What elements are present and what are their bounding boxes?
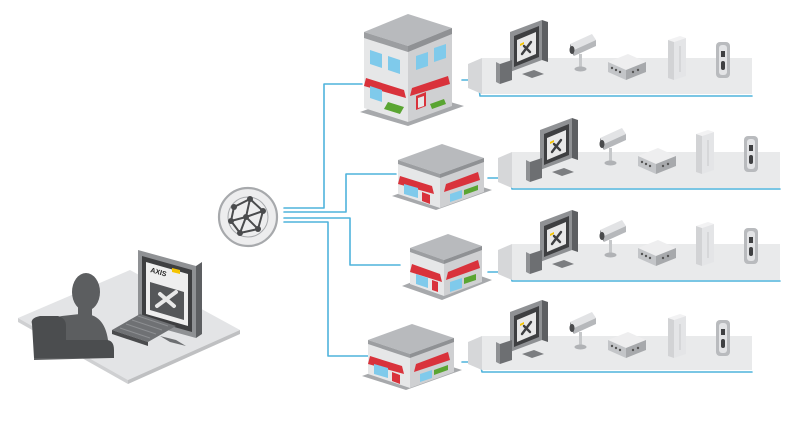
door-controller [744, 136, 758, 172]
network-hub [217, 186, 279, 248]
intercom-panel [667, 313, 687, 359]
operator-workstation: AXIS [18, 250, 240, 384]
door-controller [744, 228, 758, 264]
door-controller [716, 320, 730, 356]
site-1 [360, 14, 752, 126]
link-site-1 [283, 83, 363, 209]
intercom-panel [695, 129, 715, 175]
large-building [360, 14, 464, 126]
keyboard [112, 314, 176, 346]
medium-building [392, 144, 492, 210]
intercom-panel [667, 35, 687, 81]
site-4 [362, 298, 752, 390]
site-3 [402, 208, 780, 300]
site-2 [392, 116, 780, 210]
office-chair [31, 316, 114, 358]
tools-screen-icon [150, 282, 184, 320]
medium-building [362, 324, 462, 390]
link-site-4 [283, 221, 369, 357]
link-site-3 [283, 217, 401, 266]
small-building [402, 234, 492, 300]
link-site-2 [283, 173, 397, 213]
monitor-brand-label: AXIS [149, 267, 167, 278]
intercom-panel [695, 221, 715, 267]
workstation-monitor: AXIS [138, 250, 202, 346]
door-controller [716, 42, 730, 78]
